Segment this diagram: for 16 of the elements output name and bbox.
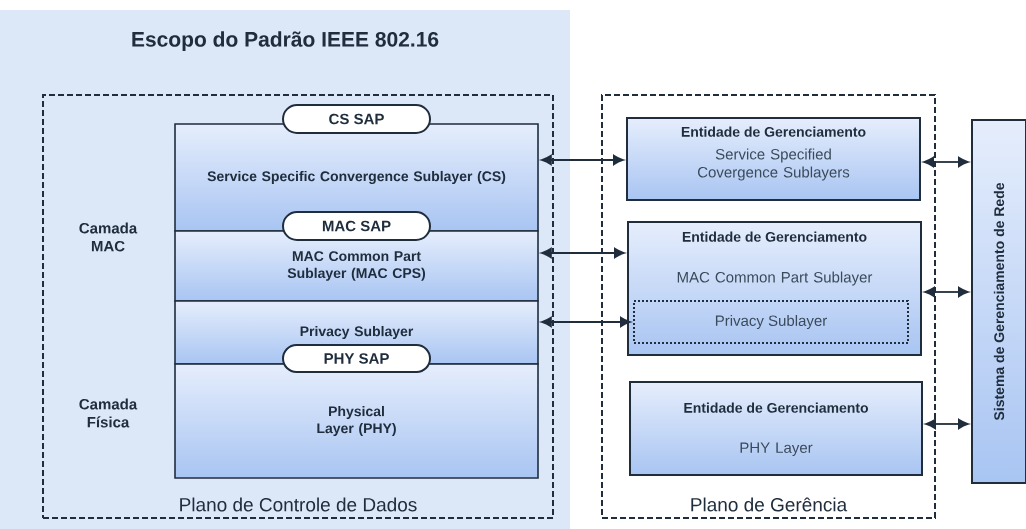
- sap-pill: MAC SAP: [282, 211, 431, 241]
- layer-label: Camada MAC: [79, 222, 138, 252]
- arrow: [540, 247, 625, 259]
- arrow: [540, 316, 631, 328]
- arrow: [925, 418, 969, 430]
- arrow: [540, 154, 624, 166]
- system-box: Sistema de Gerenciamento de Rede: [971, 119, 1026, 484]
- entity-box: Entidade de Gerenciamento Service Specified Covergence Sublayers: [626, 117, 921, 201]
- layer-label: Camada Física: [79, 398, 138, 428]
- sap-pill: CS SAP: [282, 104, 431, 134]
- sap-pill: PHY SAP: [282, 344, 431, 373]
- arrow: [924, 286, 969, 298]
- sublayer-box: Privacy Sublayer: [633, 300, 909, 344]
- layer-box: Physical Layer (PHY): [174, 363, 539, 479]
- entity-box: Entidade de Gerenciamento PHY Layer: [629, 381, 923, 476]
- arrow: [923, 156, 969, 168]
